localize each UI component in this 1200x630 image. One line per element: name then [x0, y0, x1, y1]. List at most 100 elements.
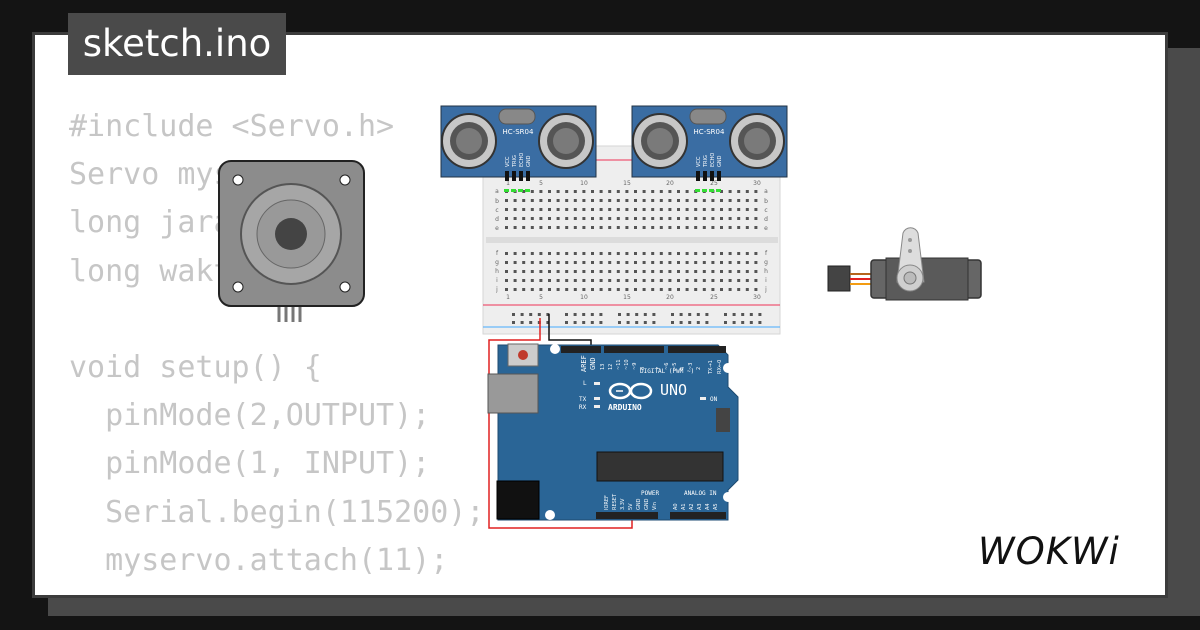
row-letter: j — [495, 286, 498, 293]
row-letter: d — [764, 216, 768, 223]
aref-label: AREF — [580, 355, 588, 372]
col-num: 15 — [623, 180, 631, 187]
pin-label: A2 — [689, 503, 695, 510]
code-line: myservo.attach(11); — [69, 542, 449, 578]
row-letter: c — [764, 207, 767, 214]
row-letter: h — [495, 268, 499, 275]
row-letter: b — [495, 198, 499, 205]
row-letter: e — [495, 225, 499, 232]
breadboard-column-numbers-top: 1 5 10 15 20 25 30 — [506, 180, 761, 187]
led-label: TX — [579, 396, 587, 403]
pin-label: 5V — [628, 503, 634, 510]
power-label: POWER — [641, 490, 659, 497]
pin-label: ~3 — [688, 363, 694, 370]
pin-label: 3.3V — [620, 498, 626, 510]
pin-label: 4 — [680, 367, 686, 370]
row-letter: g — [764, 259, 768, 266]
pin-label: 8 — [640, 367, 646, 370]
ultrasonic-sensor-1[interactable]: HC-SR04 VCC TRIG ECHO GND — [440, 105, 597, 192]
row-letter: f — [496, 250, 499, 257]
row-letter: c — [495, 207, 498, 214]
row-letter: h — [764, 268, 768, 275]
file-tab[interactable]: sketch.ino — [68, 13, 286, 75]
analog-pin-labels: A0 A1 A2 A3 A4 A5 — [673, 503, 719, 510]
pin-label: RX←0 — [717, 360, 723, 374]
pin-label: 12 — [608, 364, 614, 370]
pin-label: TX→1 — [708, 360, 714, 375]
pin-label: GND — [644, 498, 650, 510]
row-letter: a — [495, 188, 499, 195]
col-num: 10 — [580, 180, 588, 187]
col-num: 20 — [666, 180, 674, 187]
pin-label: A3 — [697, 503, 703, 510]
col-num: 1 — [506, 294, 510, 301]
row-letter: j — [764, 286, 767, 293]
pin-label: TRIG — [703, 155, 709, 168]
ultrasonic-sensor-2[interactable]: HC-SR04 VCC TRIG ECHO GND — [631, 105, 788, 192]
pin-label: Vin — [652, 502, 658, 510]
digital-pin-labels: 13 12 ~11 ~10 ~9 8 7 ~6 ~5 4 ~3 2 TX→1 R… — [600, 359, 723, 375]
row-letter: i — [765, 277, 767, 284]
pin-label: ~11 — [616, 359, 622, 370]
sensor-pin-labels: VCC TRIG ECHO GND — [505, 153, 532, 168]
col-num: 5 — [539, 294, 543, 301]
pin-label: ECHO — [710, 153, 716, 167]
pin-label: GND — [717, 155, 723, 167]
col-num: 15 — [623, 294, 631, 301]
row-letter: e — [764, 225, 768, 232]
arduino-infinity-logo — [608, 382, 653, 400]
pin-label: GND — [526, 155, 532, 167]
pin-label: ECHO — [519, 153, 525, 167]
col-num: 25 — [710, 180, 718, 187]
gnd-label: GND — [589, 357, 597, 370]
breadboard-column-numbers-bottom: 1 5 10 15 20 25 30 — [506, 294, 761, 301]
code-line: void setup() { — [69, 349, 322, 385]
code-line: #include <Servo.h> — [69, 109, 395, 144]
stepper-motor[interactable] — [218, 160, 365, 322]
col-num: 20 — [666, 294, 674, 301]
pin-label: IOREF — [604, 495, 610, 510]
sensor-pin-labels: VCC TRIG ECHO GND — [696, 153, 723, 168]
arduino-labels: AREF GND DIGITAL (PWM ~) L TX RX ON UNO … — [579, 355, 718, 497]
model-label: UNO — [660, 381, 687, 399]
led-label: RX — [579, 404, 587, 411]
pin-label: ~6 — [664, 363, 670, 370]
pin-label: 13 — [600, 364, 606, 370]
brand-label: ARDUINO — [608, 403, 642, 412]
arduino-uno[interactable]: AREF GND DIGITAL (PWM ~) L TX RX ON UNO … — [487, 343, 739, 521]
pin-label: VCC — [696, 156, 702, 167]
on-label: ON — [710, 396, 718, 403]
pin-label: ~10 — [624, 359, 630, 370]
pin-label: VCC — [505, 156, 511, 167]
code-line: Serial.begin(115200); — [69, 494, 485, 530]
servo-motor[interactable] — [827, 227, 982, 301]
sensor-label: HC-SR04 — [694, 128, 725, 136]
pin-label: ~9 — [632, 363, 638, 370]
pin-label: GND — [636, 498, 642, 510]
pin-label: A5 — [713, 503, 719, 510]
pin-label: RESET — [612, 493, 618, 510]
pin-label: A1 — [681, 503, 687, 510]
pin-label: A0 — [673, 503, 679, 510]
row-letter: a — [764, 188, 768, 195]
pin-label: TRIG — [512, 155, 518, 168]
pin-label: A4 — [705, 503, 711, 510]
pin-label: ~5 — [672, 363, 678, 370]
col-num: 10 — [580, 294, 588, 301]
row-letter: b — [764, 198, 768, 205]
power-pin-labels: IOREF RESET 3.3V 5V GND GND Vin — [604, 493, 658, 510]
col-num: 1 — [506, 180, 510, 187]
code-line: pinMode(1, INPUT); — [69, 446, 431, 482]
row-letter: i — [496, 277, 498, 284]
row-letter: f — [765, 250, 768, 257]
breadboard-row-letters: a b c d e f g h i j a b c d e f g h i j — [495, 188, 768, 293]
col-num: 25 — [710, 294, 718, 301]
wokwi-logo: WOKWi — [978, 530, 1120, 573]
pin-label: 7 — [656, 367, 662, 370]
led-label: L — [583, 380, 587, 387]
code-line: } — [69, 585, 484, 595]
sensor-label: HC-SR04 — [503, 128, 534, 136]
analog-label: ANALOG IN — [684, 490, 717, 497]
pin-label: 2 — [696, 367, 702, 370]
code-line: pinMode(2,OUTPUT); — [69, 398, 431, 434]
